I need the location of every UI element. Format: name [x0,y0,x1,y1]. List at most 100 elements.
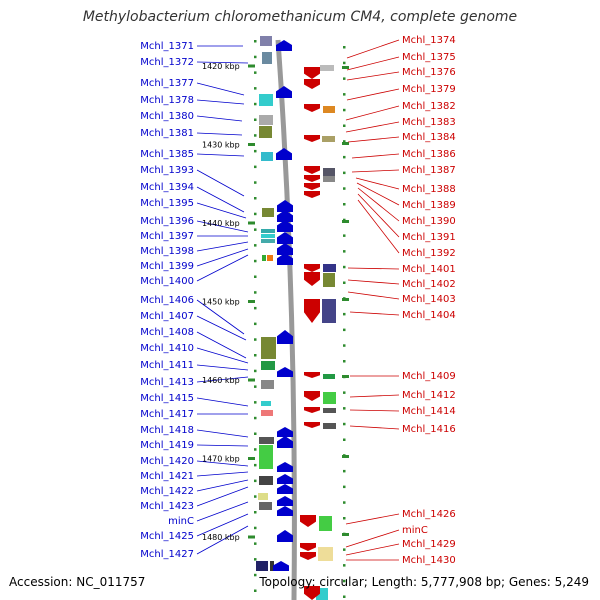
right-gene-label[interactable]: Mchl_1383 [402,117,456,128]
left-gene-label[interactable]: Mchl_1406 [140,295,194,306]
feature-block [323,168,335,176]
left-gene-label[interactable]: Mchl_1427 [140,549,194,560]
left-gene-label[interactable]: Mchl_1380 [140,111,194,122]
feature-block [259,115,273,125]
right-gene-label[interactable]: Mchl_1402 [402,279,456,290]
left-gene-label[interactable]: Mchl_1417 [140,409,194,420]
right-gene-label[interactable]: Mchl_1382 [402,101,456,112]
right-label-leader [345,105,400,121]
right-gene-label[interactable]: Mchl_1389 [402,200,456,211]
reverse-gene-arrow [300,552,316,560]
left-gene-label[interactable]: Mchl_1410 [140,343,194,354]
scale-tick-major [342,66,349,69]
scale-tick-minor [343,312,346,316]
feature-block [262,208,274,217]
left-label-leader [196,460,249,467]
scale-tick-minor [254,401,257,404]
right-gene-label[interactable]: Mchl_1375 [402,52,456,63]
right-gene-label[interactable]: Mchl_1388 [402,184,456,195]
feature-block [323,392,336,404]
left-gene-label[interactable]: minC [168,516,194,527]
scale-tick-major [248,143,255,146]
left-gene-label[interactable]: Mchl_1423 [140,501,194,512]
left-gene-label[interactable]: Mchl_1394 [140,182,194,193]
right-gene-label[interactable]: Mchl_1376 [402,67,456,78]
left-gene-label[interactable]: Mchl_1395 [140,198,194,209]
right-gene-label[interactable]: Mchl_1416 [402,424,456,435]
left-gene-label[interactable]: Mchl_1415 [140,393,194,404]
left-gene-label[interactable]: Mchl_1418 [140,425,194,436]
right-gene-label[interactable]: Mchl_1412 [402,390,456,401]
left-gene-label[interactable]: Mchl_1381 [140,128,194,139]
left-gene-label[interactable]: Mchl_1400 [140,276,194,287]
right-gene-label[interactable]: Mchl_1403 [402,294,456,305]
right-gene-label[interactable]: Mchl_1384 [402,132,456,143]
right-gene-label[interactable]: Mchl_1430 [402,555,456,566]
left-gene-label[interactable]: Mchl_1396 [140,216,194,227]
left-gene-label[interactable]: Mchl_1385 [140,149,194,160]
feature-block [259,445,273,469]
left-gene-label[interactable]: Mchl_1413 [140,377,194,388]
scale-tick-minor [343,391,346,394]
left-gene-label[interactable]: Mchl_1425 [140,531,194,542]
left-label-leader [196,376,249,383]
left-label-leader [196,169,245,197]
right-gene-label[interactable]: Mchl_1386 [402,149,456,160]
left-gene-label[interactable]: Mchl_1422 [140,486,194,497]
scale-tick-minor [254,228,257,231]
left-gene-label[interactable]: Mchl_1378 [140,95,194,106]
left-gene-label[interactable]: Mchl_1393 [140,165,194,176]
left-gene-label[interactable]: Mchl_1420 [140,456,194,467]
scale-tick-minor [343,77,346,80]
feature-block [320,65,334,71]
left-gene-label[interactable]: Mchl_1419 [140,440,194,451]
scale-tick-minor [254,149,257,153]
left-gene-label[interactable]: Mchl_1421 [140,471,194,482]
left-gene-label[interactable]: Mchl_1411 [140,360,194,371]
forward-gene-arrow [277,200,293,212]
left-label-leader [196,132,243,136]
left-gene-label[interactable]: Mchl_1407 [140,311,194,322]
right-gene-label[interactable]: Mchl_1401 [402,264,456,275]
right-gene-label[interactable]: Mchl_1429 [402,539,456,550]
left-label-leader [196,186,245,213]
right-gene-label[interactable]: Mchl_1374 [402,35,456,46]
left-gene-label[interactable]: Mchl_1371 [140,41,194,52]
right-label-leader [345,543,400,556]
feature-block [261,337,276,359]
right-gene-label[interactable]: Mchl_1390 [402,216,456,227]
scale-tick-minor [254,165,257,169]
left-gene-label[interactable]: Mchl_1372 [140,57,194,68]
right-gene-label[interactable]: Mchl_1379 [402,84,456,95]
reverse-gene-arrow [304,586,320,600]
left-gene-label[interactable]: Mchl_1399 [140,261,194,272]
right-gene-label[interactable]: Mchl_1426 [402,509,456,520]
scale-tick-minor [343,46,346,49]
left-label-leader [196,299,245,335]
left-gene-label[interactable]: Mchl_1397 [140,231,194,242]
right-gene-label[interactable]: Mchl_1387 [402,165,456,176]
right-gene-label[interactable]: Mchl_1391 [402,232,456,243]
left-gene-label[interactable]: Mchl_1408 [140,327,194,338]
forward-gene-arrow [277,427,293,437]
forward-gene-arrow [277,530,293,542]
right-gene-label[interactable]: Mchl_1404 [402,310,456,321]
right-gene-label[interactable]: Mchl_1392 [402,248,456,259]
scale-tick-minor [254,511,257,514]
right-gene-label[interactable]: minC [402,525,428,536]
scale-tick-major [342,220,349,223]
reverse-gene-arrow [304,299,320,323]
scale-tick-minor [343,250,346,253]
left-gene-label[interactable]: Mchl_1377 [140,78,194,89]
right-label-leader [351,169,400,173]
right-label-leader [346,88,400,101]
scale-label: 1420 kbp [202,62,240,71]
left-gene-label[interactable]: Mchl_1398 [140,246,194,257]
scale-tick-minor [343,469,346,473]
right-gene-label[interactable]: Mchl_1414 [402,406,456,417]
right-gene-label[interactable]: Mchl_1409 [402,371,456,382]
scale-tick-minor [254,197,257,200]
scale-tick-minor [343,485,346,489]
